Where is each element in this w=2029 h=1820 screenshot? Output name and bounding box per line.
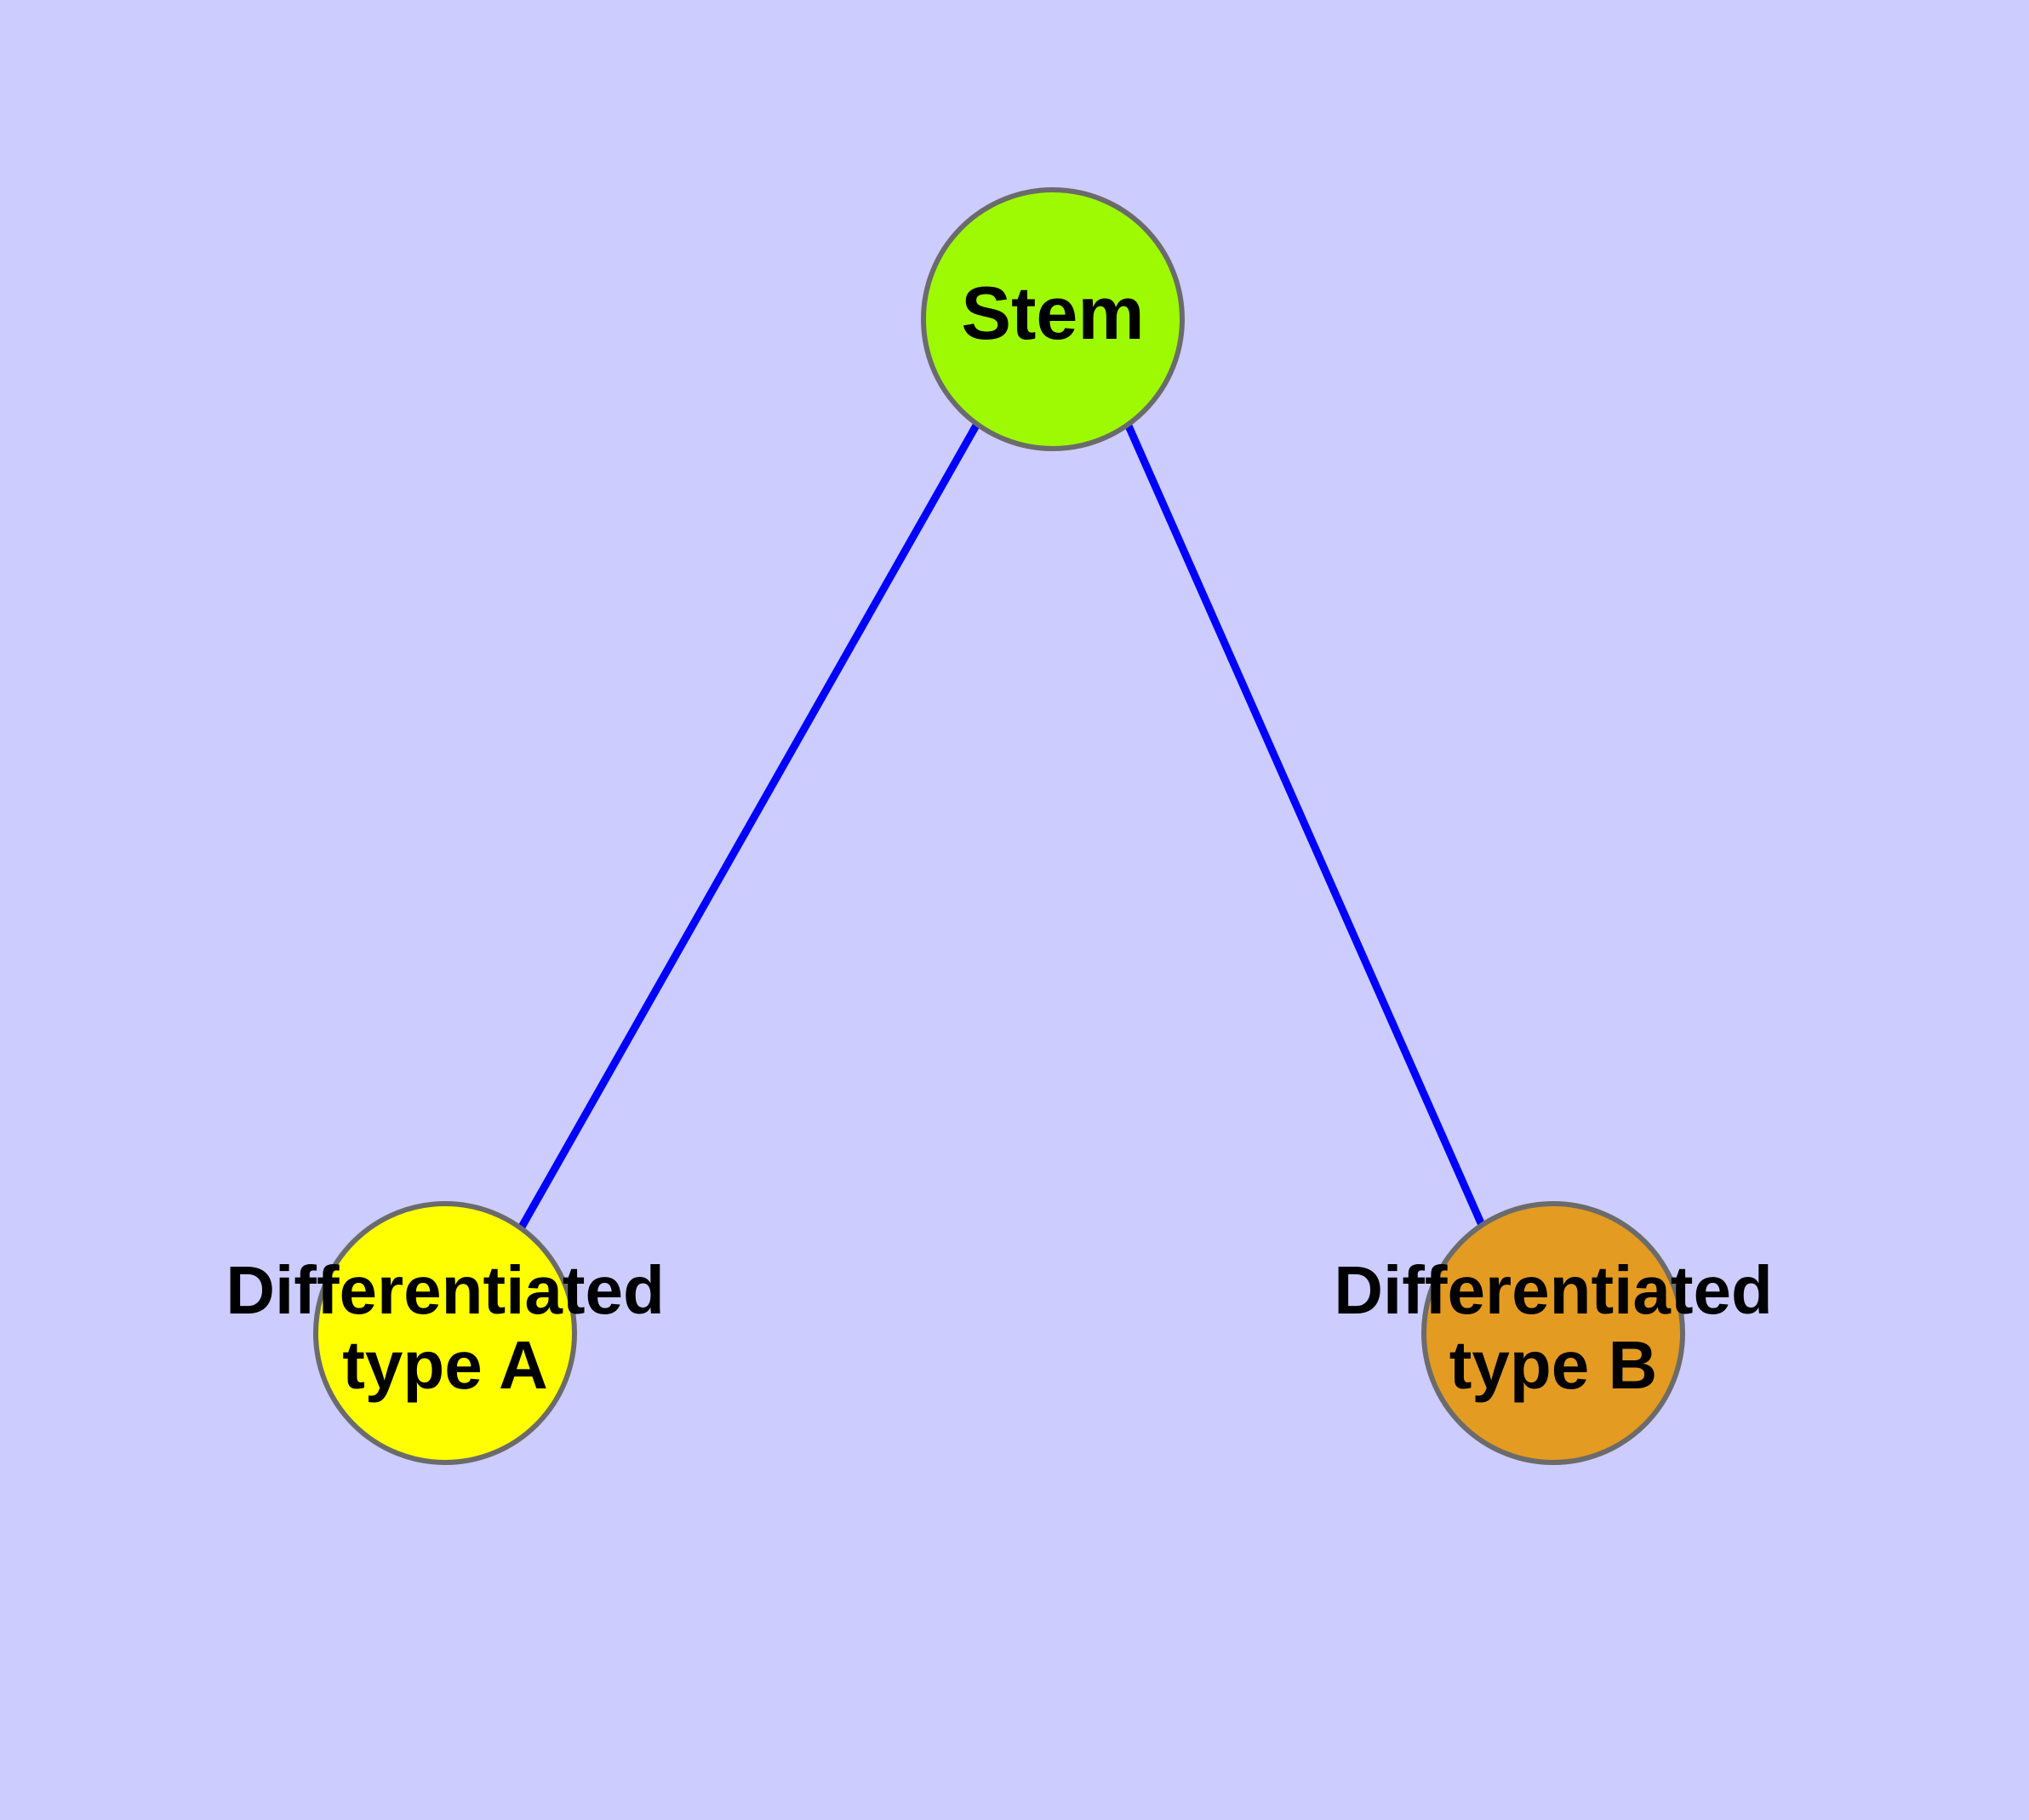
- label-line: Stem: [961, 271, 1144, 355]
- node-stem[interactable]: [921, 187, 1185, 451]
- label-line: type A: [342, 1327, 548, 1403]
- node-stem-label: Stem: [961, 271, 1144, 355]
- node-differentiated-type-b-circle[interactable]: [1421, 1201, 1685, 1465]
- edge-stem-to-differentiated-type-b[interactable]: [1123, 422, 1486, 1227]
- node-layer: [313, 187, 1685, 1465]
- node-differentiated-type-a-circle[interactable]: [313, 1201, 577, 1465]
- label-line: Differentiated: [226, 1252, 665, 1328]
- edge-stem-to-differentiated-type-a[interactable]: [517, 421, 980, 1231]
- node-differentiated-type-b[interactable]: [1421, 1201, 1685, 1465]
- node-differentiated-type-a[interactable]: [313, 1201, 577, 1465]
- node-stem-circle[interactable]: [921, 187, 1185, 451]
- label-line: type B: [1449, 1327, 1658, 1403]
- edge-layer: [517, 421, 1486, 1231]
- label-line: Differentiated: [1334, 1252, 1773, 1328]
